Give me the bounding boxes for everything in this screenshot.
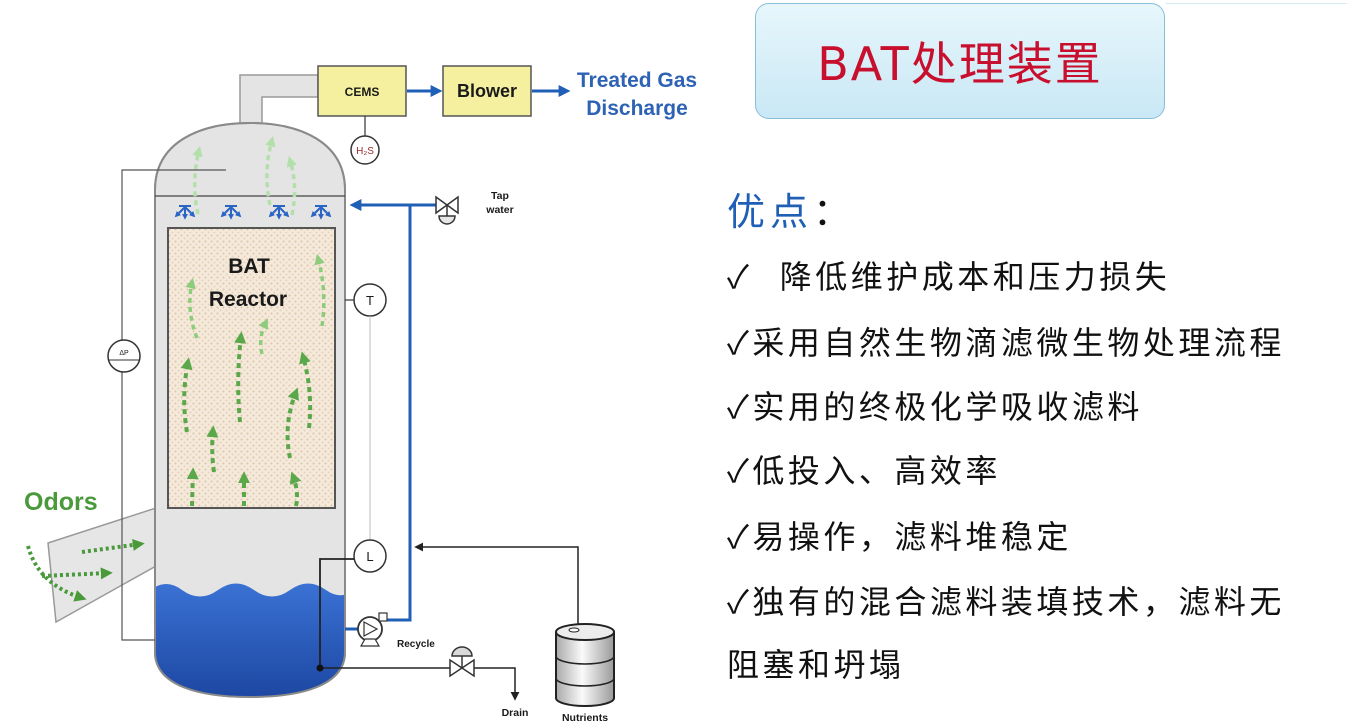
spray-nozzle: [174, 205, 196, 220]
airflow-arrow: [192, 145, 203, 215]
drain-valve: [449, 646, 475, 678]
nutrients-drum: [555, 623, 615, 707]
airflow-arrow: [299, 351, 313, 429]
advantages-heading: 优点：: [727, 188, 851, 236]
airflow-arrow: [185, 277, 199, 339]
drain-junction: [316, 664, 324, 672]
reactor-tower-outline: [154, 121, 346, 699]
bat-reactor-media-bed: [167, 227, 336, 509]
drain-valve-actuator: [451, 646, 473, 657]
h2s-sensor-label: H₂S: [356, 146, 374, 157]
spray-nozzle: [268, 205, 290, 220]
h2s-sensor-dial: [350, 135, 380, 165]
recycle-pump-base: [359, 638, 381, 647]
tap-water-label-line2: water: [485, 204, 513, 216]
odor-arrow: [81, 539, 145, 554]
nutrients-drum-lid: [555, 623, 615, 641]
nutrients-drum-bung: [568, 627, 580, 633]
odor-inlet-duct: [47, 506, 157, 624]
level-gauge: [353, 539, 387, 573]
drain-label: Drain: [502, 707, 529, 719]
spray-nozzle: [220, 205, 242, 220]
advantage-item: ✓独有的混合滤料装填技术，滤料无: [727, 583, 1285, 621]
odor-inflow-arrows: [26, 539, 145, 602]
airflow-arrow: [206, 425, 219, 473]
treated-gas-label-line2: Discharge: [586, 97, 688, 120]
blower-box: [442, 65, 532, 117]
advantages-heading-text: 优点: [727, 190, 814, 234]
recycle-pump-casing: [357, 616, 383, 642]
tap-water-valve-actuator: [438, 215, 456, 225]
airflow-arrow: [289, 471, 302, 507]
cems-box: [317, 65, 407, 117]
advantage-item: ✓ 降低维护成本和压力损失: [727, 258, 1171, 296]
advantage-item: ✓实用的终极化学吸收滤料: [727, 388, 1143, 426]
spray-nozzle: [310, 205, 332, 220]
recycle-pump-motor: [378, 612, 388, 622]
advantage-item: ✓低投入、高效率: [727, 452, 1001, 490]
slide-title: BAT处理装置: [817, 37, 1103, 91]
h2s-sensor: H₂S: [350, 116, 380, 165]
odor-arrow: [26, 545, 87, 602]
airflow-arrows-upper: [185, 253, 326, 355]
nutrients-drum-body: [555, 632, 615, 707]
airflow-arrow: [258, 318, 268, 355]
advantage-item-continuation: 阻塞和坍塌: [727, 646, 905, 684]
nutrients-drum-rib: [555, 655, 615, 665]
airflow-arrows-lower: [180, 331, 313, 507]
recycle-pump-impeller: [363, 620, 379, 638]
odor-arrow: [41, 567, 113, 580]
header-rule: [1166, 3, 1347, 4]
reactor-label-line2: Reactor: [209, 288, 287, 311]
pressure-gauge: ΔP: [107, 339, 141, 373]
level-to-drain-line: [319, 558, 354, 668]
tap-water-label-line1: Tap: [491, 190, 509, 202]
odors-label: Odors: [24, 488, 98, 516]
advantage-item: ✓易操作，滤料堆稳定: [727, 518, 1072, 556]
airflow-arrow: [286, 155, 297, 216]
recycle-pump: [357, 612, 388, 647]
tap-water-valve: [435, 195, 459, 225]
recycle-pipe: [384, 205, 412, 622]
drain-line: [320, 667, 520, 701]
blower-label: Blower: [457, 81, 517, 101]
nutrients-label: Nutrients: [562, 712, 608, 724]
title-box: BAT处理装置: [755, 3, 1165, 119]
level-gauge-label: L: [366, 549, 373, 564]
bat-process-diagram: BAT Reactor Odors ΔP CEMS Blower Treated…: [24, 65, 697, 724]
pressure-gauge-label: ΔP: [119, 350, 129, 357]
nutrients-feed-line: [414, 542, 579, 624]
reactor-label-line1: BAT: [228, 255, 270, 278]
sump-water: [155, 583, 345, 697]
airflow-arrow: [180, 357, 193, 433]
advantages-heading-colon: ：: [813, 190, 852, 234]
pressure-tap-line: [121, 169, 226, 641]
cems-label: CEMS: [345, 85, 380, 99]
temperature-gauge-label: T: [366, 293, 374, 308]
treated-gas-label-line1: Treated Gas: [577, 69, 697, 92]
airflow-arrow: [186, 467, 199, 507]
recycle-label: Recycle: [397, 639, 435, 650]
pressure-gauge-dial: [107, 339, 141, 373]
nutrients-drum-rib: [555, 677, 615, 687]
advantage-item: ✓采用自然生物滴滤微生物处理流程: [727, 324, 1285, 362]
airflow-arrows-dome: [192, 135, 297, 216]
